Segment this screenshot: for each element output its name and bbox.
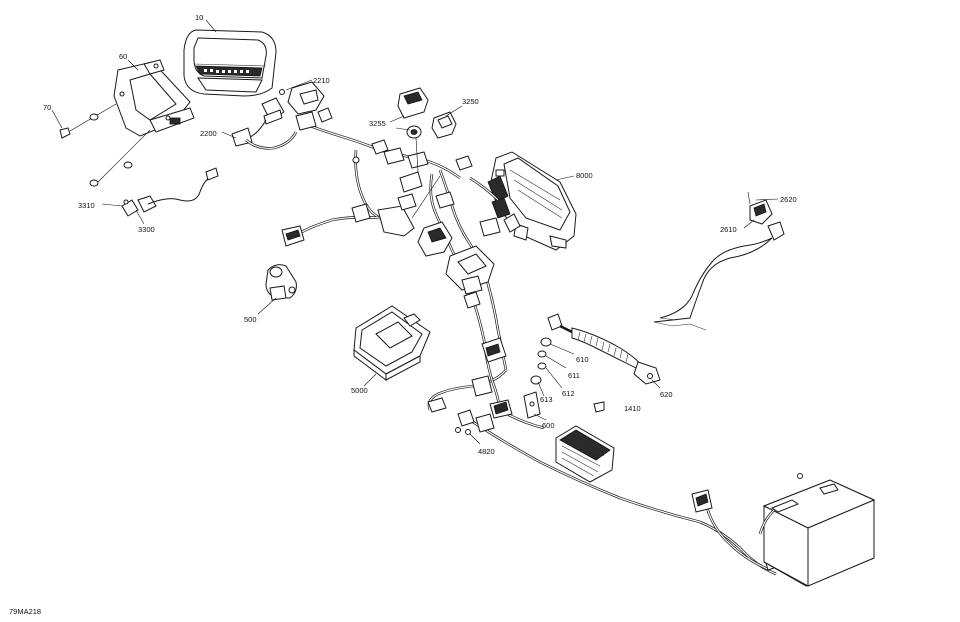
part-60-mounting-bracket [113, 59, 195, 137]
part-620-battery-cable [530, 313, 661, 413]
callout-10: 10 [195, 13, 203, 22]
callout-8000: 8000 [576, 171, 593, 180]
reference-code: 79MA218 [9, 607, 41, 616]
part-2610-switch [653, 191, 785, 331]
part-5000-module [353, 305, 431, 381]
callout-5000: 5000 [351, 386, 368, 395]
callout-612: 612 [562, 389, 575, 398]
callout-3310: 3310 [78, 201, 95, 210]
callout-4820: 4820 [478, 447, 495, 456]
callout-2200: 2200 [200, 129, 217, 138]
callout-500: 500 [244, 315, 257, 324]
callout-60: 60 [119, 52, 127, 61]
part-3250-switch [431, 111, 457, 139]
callout-2610: 2610 [720, 225, 737, 234]
callout-611: 611 [568, 371, 580, 380]
callout-3300: 3300 [138, 225, 155, 234]
callout-613: 613 [540, 395, 553, 404]
part-600-regulator [523, 391, 615, 483]
callout-2210: 2210 [313, 76, 330, 85]
callout-1410: 1410 [624, 404, 641, 413]
part-500-sensor [265, 264, 297, 301]
part-3255-switch [397, 87, 429, 139]
leader-lines [51, 19, 779, 445]
callout-3255: 3255 [369, 119, 386, 128]
fasteners-70 [59, 103, 151, 187]
callout-620: 620 [660, 390, 673, 399]
part-3300-sensor [121, 167, 219, 217]
part-2200-connector [231, 89, 285, 147]
callout-70: 70 [43, 103, 51, 112]
callout-610: 610 [576, 355, 589, 364]
battery [758, 479, 876, 587]
part-8000-ecu [487, 151, 577, 251]
callout-labels: 10 60 70 2210 2200 3310 3300 3255 3250 8… [43, 13, 797, 456]
callout-3250: 3250 [462, 97, 479, 106]
callout-2620: 2620 [780, 195, 797, 204]
part-4820-fasteners [455, 427, 803, 479]
callout-600: 600 [542, 421, 555, 430]
harness-connectors [281, 81, 781, 571]
part-10-gauge-cluster [183, 29, 277, 97]
